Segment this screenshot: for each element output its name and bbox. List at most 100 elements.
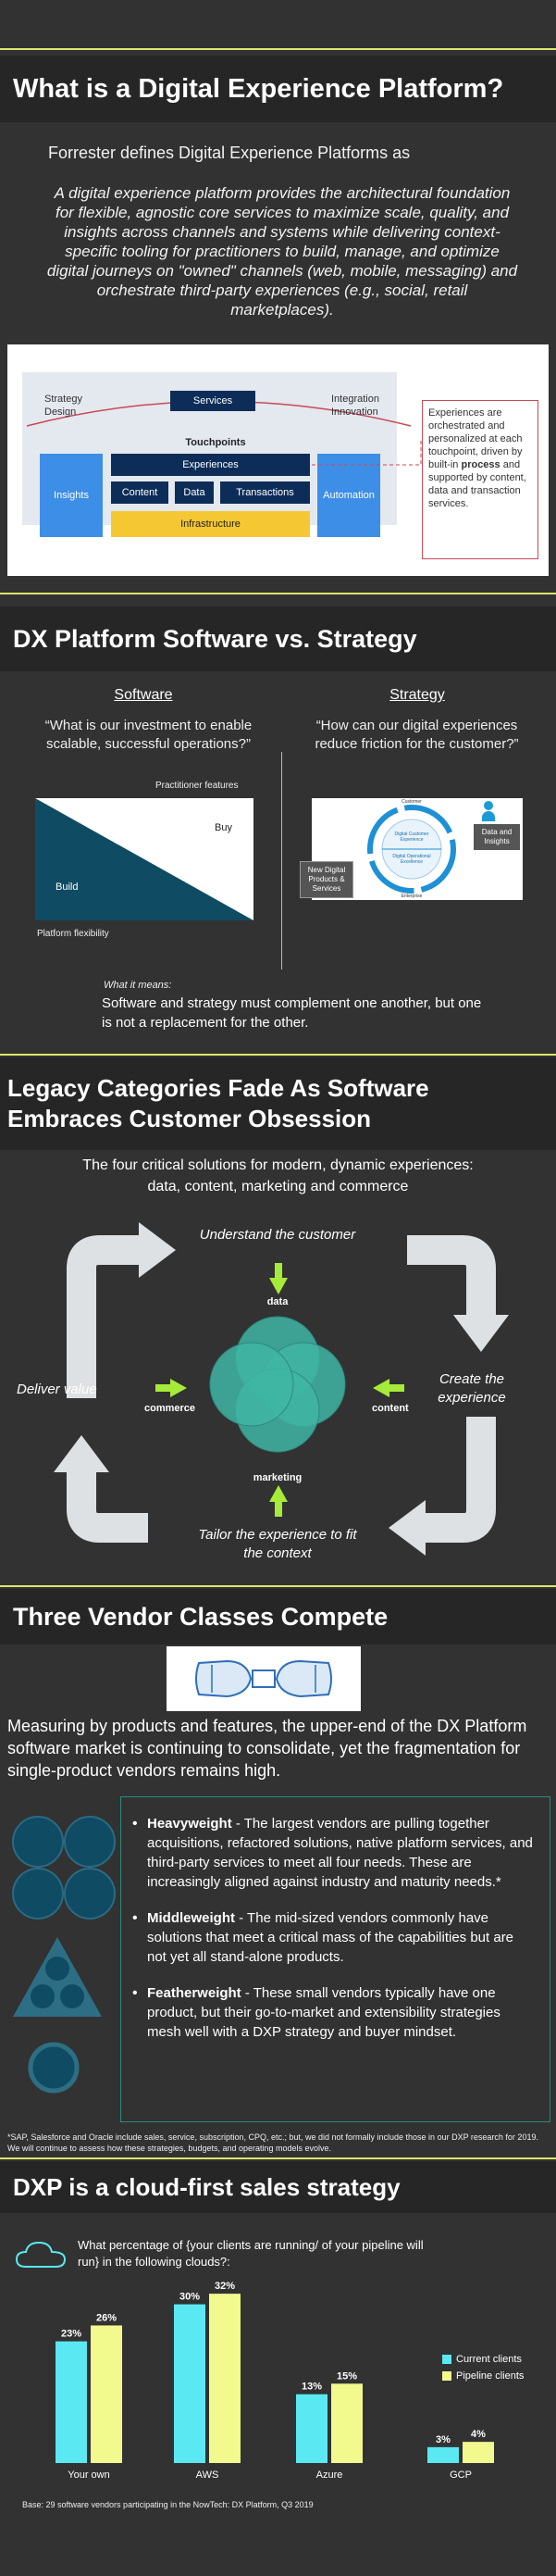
section3-sub-line1: The four critical solutions for modern, …: [82, 1157, 474, 1173]
category-label: GCP: [450, 2470, 472, 2481]
legend-current: Current clients: [442, 2354, 524, 2365]
section3-sub-line2: data, content, marketing and commerce: [147, 1179, 409, 1194]
touchpoints-label: Touchpoints: [185, 437, 246, 448]
heavyweight-item: Heavyweight - The largest vendors are pu…: [130, 1814, 537, 1892]
section3-title-line2: Embraces Customer Obsession: [7, 1105, 372, 1132]
section3-title-bg: [0, 1057, 556, 1150]
dxp-diagram-panel: Strategy Design Services Integration Inn…: [7, 344, 549, 576]
vertical-divider: [281, 752, 282, 969]
understand-customer-label: Understand the customer: [199, 1227, 356, 1243]
legend-current-label: Current clients: [456, 2354, 522, 2365]
commerce-arrow: [155, 1379, 187, 1397]
boxing-gloves-icon: [195, 1659, 332, 1698]
heavyweight-icon: [12, 1816, 116, 1919]
cycle-dcx-label: Digital Customer Experience: [394, 832, 429, 843]
tailor-experience-label: Tailor the experience to fit the context: [198, 1527, 357, 1561]
category-label: Azure: [316, 2470, 343, 2481]
strategy-question: “How can our digital experiences reduce …: [315, 718, 519, 752]
bottom-panel: [0, 2533, 556, 2576]
transactions-box: Transactions: [220, 481, 310, 504]
data-arrow: [269, 1263, 288, 1294]
featherweight-icon: [28, 2042, 80, 2094]
section4-intro: Measuring by products and features, the …: [7, 1717, 527, 1780]
cloud-icon: [15, 2241, 67, 2268]
cloud-bar-chart: 23%26%Your own30%32%AWS13%15%Azure3%4%GC…: [56, 2281, 494, 2481]
bar-value-label: 23%: [61, 2329, 81, 2340]
featherweight-name: Featherweight: [147, 1985, 241, 2001]
insights-box: Insights: [40, 454, 103, 537]
section1-intro: Forrester defines Digital Experience Pla…: [48, 144, 411, 162]
forrester-quote: A digital experience platform provides t…: [46, 184, 518, 319]
strategy-cycle-graphic: [367, 805, 456, 894]
integration-innovation-label: Integration Innovation: [331, 394, 379, 418]
bar-gcp-pipeline: [463, 2442, 494, 2463]
person-icon: [482, 801, 495, 821]
marketing-label: marketing: [253, 1472, 303, 1483]
venn-diagram: [209, 1316, 346, 1453]
callout-text-after: and supported by content, data and trans…: [428, 459, 526, 509]
buy-build-chart: [35, 798, 253, 920]
bar-aws-current: [174, 2304, 205, 2463]
featherweight-item: Featherweight - These small vendors typi…: [130, 1983, 537, 2042]
callout-text-before: Experiences are orchestrated and persona…: [428, 407, 523, 470]
section5-title: DXP is a cloud-first sales strategy: [0, 2161, 556, 2213]
strategy-design-label: Strategy Design: [44, 394, 82, 418]
chart-question: What percentage of {your clients are run…: [78, 2238, 424, 2269]
buy-label: Buy: [215, 822, 232, 833]
category-label: Your own: [68, 2470, 109, 2481]
bar-your-own-pipeline: [91, 2325, 122, 2463]
strategy-heading: Strategy: [389, 687, 445, 703]
middleweight-text: - The mid-sized vendors commonly have so…: [147, 1910, 514, 1965]
automation-box: Automation: [317, 454, 380, 537]
content-box: Content: [111, 481, 168, 504]
vendor-footnote: *SAP, Salesforce and Oracle include sale…: [7, 2132, 538, 2153]
process-callout: Experiences are orchestrated and persona…: [422, 400, 538, 559]
vendor-list: Heavyweight - The largest vendors are pu…: [130, 1814, 537, 2042]
section4-title: Three Vendor Classes Compete: [0, 1589, 556, 1644]
software-heading: Software: [114, 687, 173, 703]
new-digital-box: New Digital Products & Services: [300, 861, 353, 898]
heavyweight-name: Heavyweight: [147, 1816, 232, 1832]
content-arrow: [373, 1379, 404, 1397]
legend-pipeline: Pipeline clients: [442, 2370, 524, 2382]
bar-your-own-current: [56, 2341, 87, 2463]
chart-base-note: Base: 29 software vendors participating …: [22, 2500, 314, 2509]
experiences-box: Experiences: [111, 454, 310, 476]
build-label: Build: [56, 882, 79, 893]
bar-gcp-current: [427, 2446, 459, 2463]
callout-connector: [312, 439, 422, 466]
bar-azure-pipeline: [331, 2383, 363, 2463]
section-divider-4: [0, 2157, 556, 2159]
callout-bold: process: [461, 459, 500, 470]
cycle-customer-label: Customer: [402, 799, 422, 805]
infrastructure-box: Infrastructure: [111, 511, 310, 537]
section-divider-2: [0, 1054, 556, 1056]
boxing-gloves-image: [167, 1646, 361, 1711]
bar-value-label: 26%: [96, 2312, 117, 2323]
legend-current-swatch: [442, 2355, 451, 2365]
section2-title: DX Platform Software vs. Strategy: [0, 606, 556, 671]
bar-value-label: 13%: [302, 2382, 322, 2393]
practitioner-features-label: Practitioner features: [155, 781, 239, 791]
legend-pipeline-label: Pipeline clients: [456, 2370, 525, 2382]
section3-title-line1: Legacy Categories Fade As Software: [7, 1074, 429, 1102]
section-divider-1: [0, 593, 556, 594]
bar-value-label: 15%: [337, 2370, 357, 2382]
middleweight-icon: [13, 1937, 102, 2017]
deliver-value-label: Deliver value: [17, 1382, 97, 1397]
featherweight-text: - These small vendors typically have one…: [147, 1985, 500, 2040]
meaning-label: What it means:: [104, 980, 172, 991]
cycle-doe-label: Digital Operational Excellence: [392, 854, 431, 865]
software-question: “What is our investment to enable scalab…: [44, 718, 253, 752]
bar-value-label: 3%: [436, 2434, 451, 2445]
bar-value-label: 4%: [471, 2429, 486, 2440]
platform-flexibility-label: Platform flexibility: [37, 929, 109, 939]
cycle-arrows: [54, 1222, 509, 1556]
bar-value-label: 32%: [215, 2281, 235, 2292]
bar-aws-pipeline: [209, 2294, 241, 2463]
bar-azure-current: [296, 2394, 327, 2463]
heavyweight-text: - The largest vendors are pulling togeth…: [147, 1816, 533, 1890]
data-label: data: [266, 1296, 289, 1307]
data-box: Data: [175, 481, 214, 504]
bar-value-label: 30%: [179, 2292, 200, 2303]
